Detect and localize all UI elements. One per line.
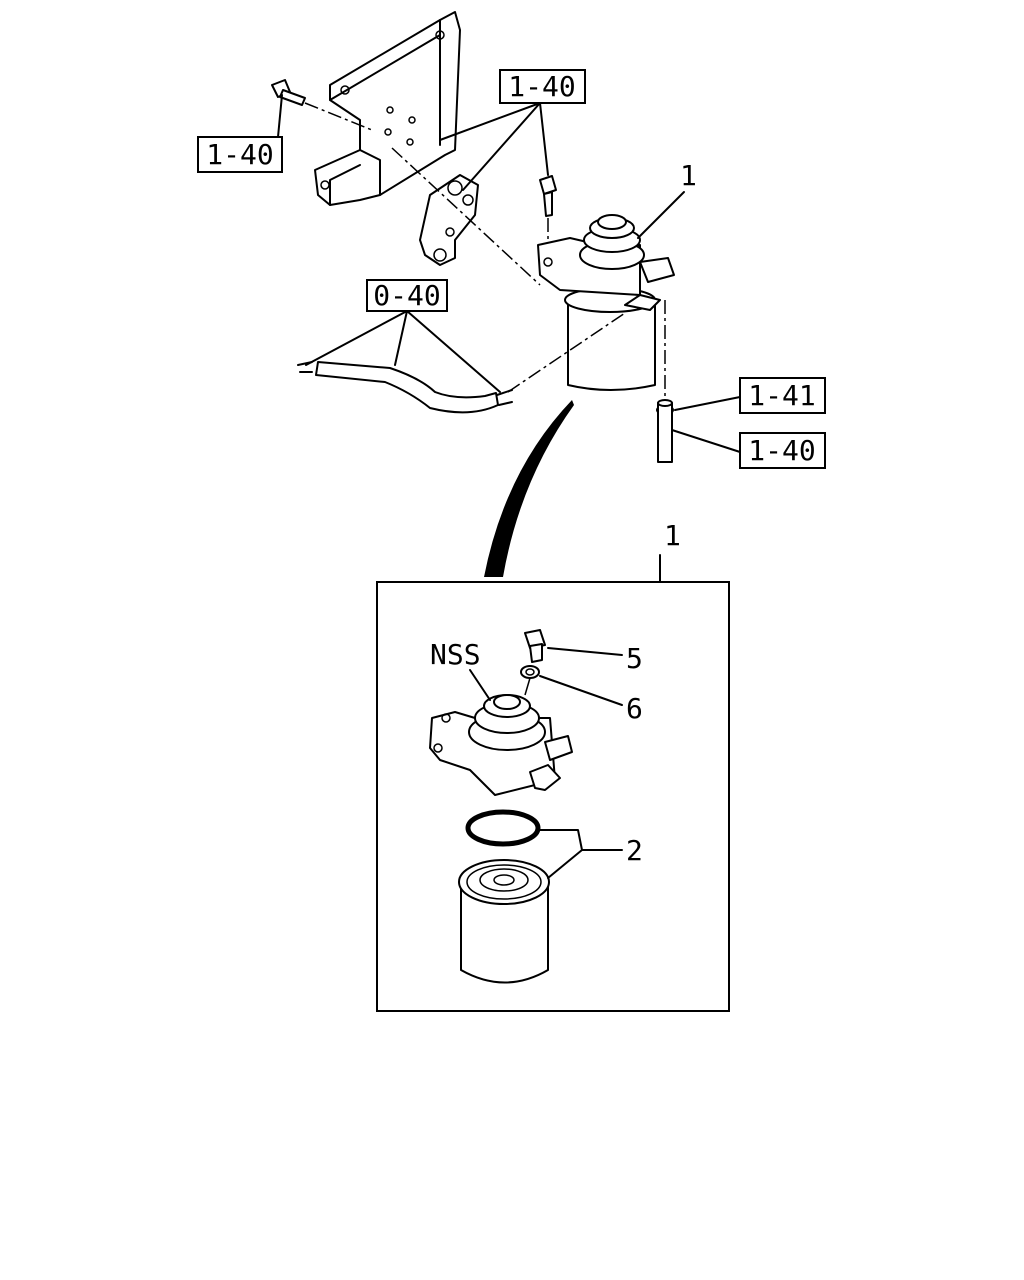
ref-label-text: 1-40 bbox=[508, 70, 575, 103]
ref-label-text: 1-40 bbox=[748, 434, 815, 467]
callout-assembly-top: 1 bbox=[680, 159, 697, 192]
ref-label-washer: 1-41 bbox=[739, 377, 826, 414]
ref-label-text: 1-41 bbox=[748, 379, 815, 412]
ref-label-bracket-top: 1-40 bbox=[499, 69, 586, 104]
pipe-icon bbox=[657, 399, 673, 463]
bolt-5-icon bbox=[524, 629, 546, 663]
filter-head-icon bbox=[429, 694, 573, 796]
ref-label-text: 0-40 bbox=[373, 279, 440, 312]
callout-bolt: 5 bbox=[626, 642, 643, 675]
bolt-vertical-icon bbox=[539, 175, 557, 217]
o-ring-icon bbox=[465, 809, 541, 847]
mounting-bracket-icon bbox=[314, 11, 461, 206]
bolt-icon bbox=[271, 79, 306, 106]
callout-nss: NSS bbox=[430, 638, 481, 671]
detail-pointer bbox=[484, 400, 574, 577]
filter-bracket-icon bbox=[419, 174, 479, 266]
callout-element: 2 bbox=[626, 834, 643, 867]
ref-label-hose: 0-40 bbox=[366, 279, 448, 312]
callout-gasket: 6 bbox=[626, 692, 643, 725]
filter-element-icon bbox=[458, 859, 550, 984]
gasket-6-icon bbox=[520, 665, 540, 679]
fuel-hose-icon bbox=[297, 361, 513, 414]
ref-label-text: 1-40 bbox=[206, 138, 273, 171]
ref-label-pipe: 1-40 bbox=[739, 432, 826, 469]
ref-label-bracket-bolt: 1-40 bbox=[197, 136, 283, 173]
detail-box bbox=[376, 581, 730, 1012]
callout-assembly-detail: 1 bbox=[664, 519, 681, 552]
fuel-filter-icon bbox=[537, 214, 675, 391]
